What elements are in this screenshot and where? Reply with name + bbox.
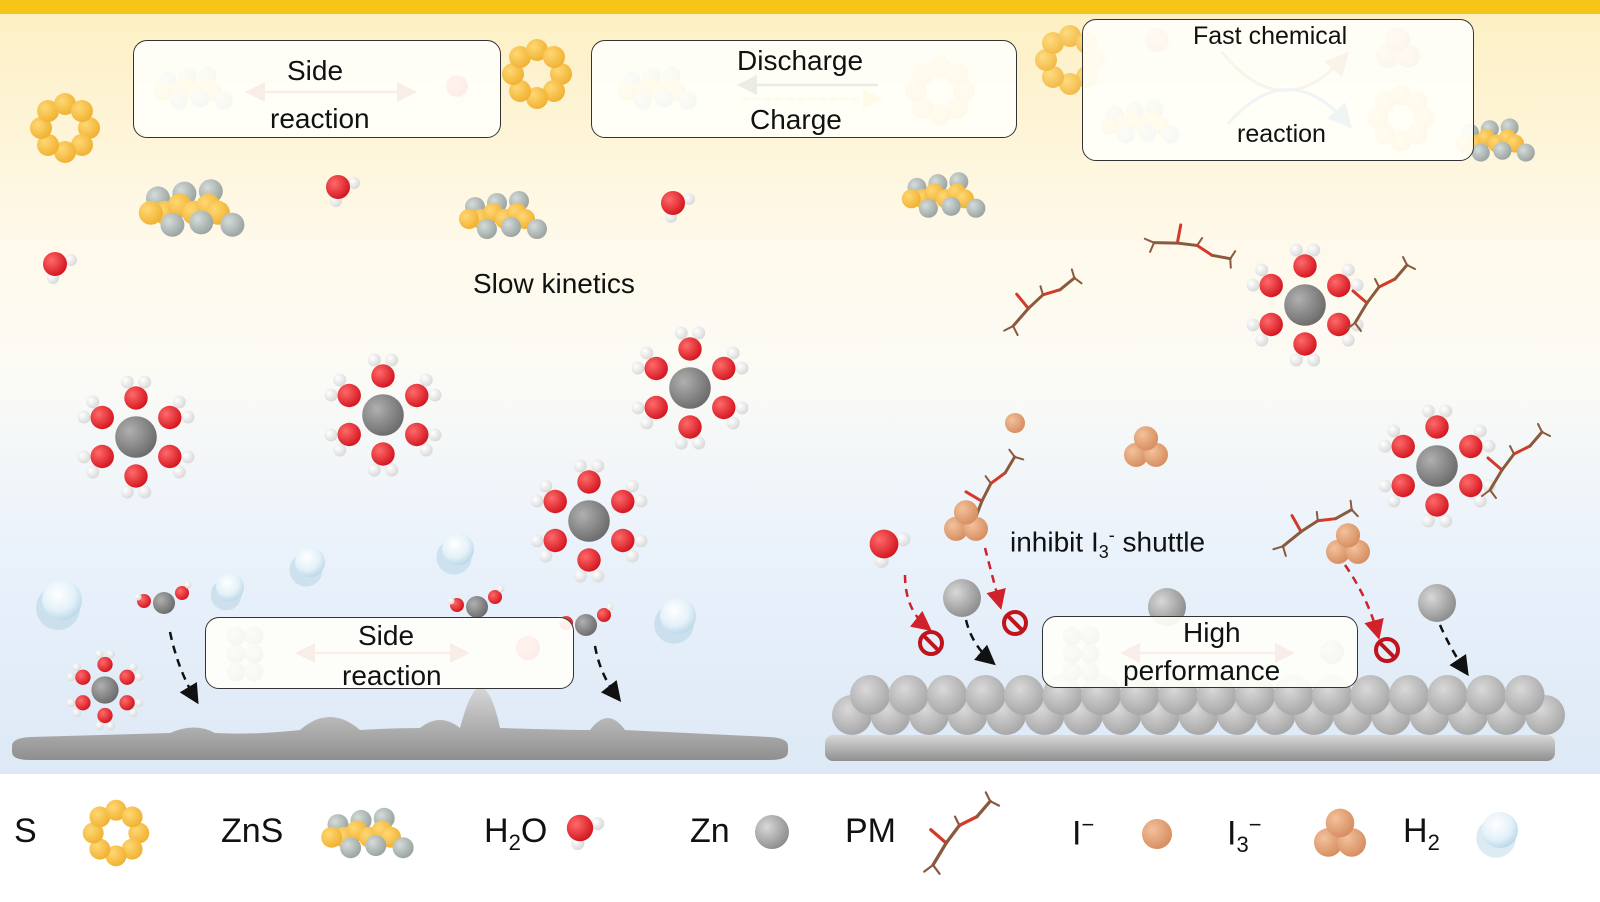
triiodide-icon <box>1326 523 1370 564</box>
inhibit-sub: 3 <box>1098 541 1109 562</box>
hydrogen-bubble-icon <box>210 573 244 611</box>
discharge-charge-box: Discharge Charge <box>591 40 1017 138</box>
hydrated-zinc-ion-icon <box>77 375 195 499</box>
legend-label-zns: ZnS <box>221 812 284 850</box>
hydrogen-bubble-icon <box>36 580 82 630</box>
legend-label-triiodide: I3− <box>1227 812 1262 858</box>
hydrated-zinc-ion-icon <box>1378 404 1496 528</box>
zinc-atom-icon <box>943 579 981 617</box>
h2o-sub: 2 <box>508 829 521 855</box>
zns-cluster-icon <box>321 807 414 859</box>
legend-label-h2o: H2O <box>484 812 547 856</box>
side-reaction-box-top: Side reaction <box>133 40 501 138</box>
pm-molecule-icon <box>1143 223 1237 269</box>
water-molecule-icon <box>566 814 605 851</box>
no-entry-icon <box>918 630 944 656</box>
water-molecule-icon <box>869 529 911 568</box>
iodide-sup: − <box>1081 812 1095 837</box>
zns-cluster-icon <box>901 172 986 218</box>
blocked-signs <box>918 610 1400 663</box>
no-entry-icon <box>1374 637 1400 663</box>
charge-label: Charge <box>750 104 842 135</box>
discharge-label: Discharge <box>737 45 864 76</box>
hydrogen-bubble-icon <box>436 533 474 575</box>
hydrogen-bubble-icon <box>654 598 696 644</box>
pm-molecule-icon <box>1346 256 1416 332</box>
water-molecule-icon <box>661 191 695 223</box>
hydrated-zinc-ion-icon <box>324 353 442 477</box>
side-reaction-box-bottom: Side reaction <box>205 617 574 691</box>
legend-label-iodide: I− <box>1072 812 1094 853</box>
box-label-line1: Side <box>287 55 344 86</box>
iodide-i: I <box>1072 814 1082 853</box>
box-label-line1: Fast chemical <box>1193 22 1348 50</box>
top-accent-bar <box>0 0 1600 14</box>
zinc-atom-icon <box>755 815 789 849</box>
triiodide-icon <box>944 500 989 541</box>
box-label-line1: Side <box>358 620 415 651</box>
box-label-line2: reaction <box>270 103 370 134</box>
pm-molecule-icon <box>1481 423 1551 499</box>
water-molecule-icon <box>326 175 360 207</box>
hydrogen-bubble-icon <box>289 547 325 587</box>
hydrated-zinc-ion-icon <box>631 326 749 450</box>
pm-molecule-icon <box>1003 268 1083 336</box>
inhibit-prefix: inhibit I <box>1010 526 1099 558</box>
triiodide-sub: 3 <box>1236 832 1249 858</box>
inhibit-shuttle-label: inhibit I3- shuttle <box>1010 525 1205 563</box>
pm-molecule-icon <box>923 791 1001 875</box>
inhibit-sup: - <box>1108 525 1115 545</box>
h2o-h: H <box>484 812 509 850</box>
sulfur-ring-icon <box>82 799 150 867</box>
hydrogen-bubble-icon <box>1476 812 1518 858</box>
box-label-line2: performance <box>1123 655 1281 686</box>
sulfur-ring-icon <box>30 93 100 163</box>
triiodide-icon <box>1314 808 1366 857</box>
high-performance-box: High performance <box>1042 616 1358 688</box>
box-label-line2: reaction <box>342 660 442 691</box>
hydrated-zinc-ion-icon <box>530 459 648 583</box>
triiodide-icon <box>1124 426 1168 467</box>
zns-cluster-icon <box>138 179 245 237</box>
no-entry-icon <box>1002 610 1028 636</box>
fast-chemical-reaction-box: Fast chemical reaction <box>1082 19 1474 161</box>
hydrated-zinc-ion-icon <box>66 649 144 731</box>
sulfur-ring-icon <box>502 39 572 109</box>
inhibit-suffix: shuttle <box>1114 526 1206 558</box>
triiodide-i: I <box>1227 814 1237 853</box>
uniform-zinc-electrode <box>825 675 1565 761</box>
zinc-hydroxide-icon <box>134 581 192 614</box>
rough-zinc-electrode <box>12 686 788 760</box>
box-label-line2: reaction <box>1237 120 1326 148</box>
legend-label-zn: Zn <box>690 812 730 850</box>
legend-label-pm: PM <box>845 812 896 850</box>
hydrated-zinc-ion-icon <box>1246 243 1364 367</box>
h2-sub: 2 <box>1427 829 1440 855</box>
legend-label-s: S <box>14 812 37 850</box>
slow-kinetics-label: Slow kinetics <box>473 268 635 299</box>
zinc-atom-icon <box>1418 584 1456 622</box>
h2o-o: O <box>520 812 548 850</box>
water-molecule-icon <box>43 252 77 284</box>
legend-label-h2: H2 <box>1403 812 1440 856</box>
zinc-hydroxide-icon <box>447 585 505 618</box>
iodide-ion-icon <box>1142 819 1172 849</box>
zns-cluster-icon <box>459 191 547 239</box>
iodide-ion-icon <box>1005 413 1025 433</box>
pm-molecule-icon <box>1272 499 1359 557</box>
triiodide-sup: − <box>1248 812 1262 837</box>
box-label-line1: High <box>1183 617 1241 648</box>
h2-h: H <box>1403 812 1428 850</box>
